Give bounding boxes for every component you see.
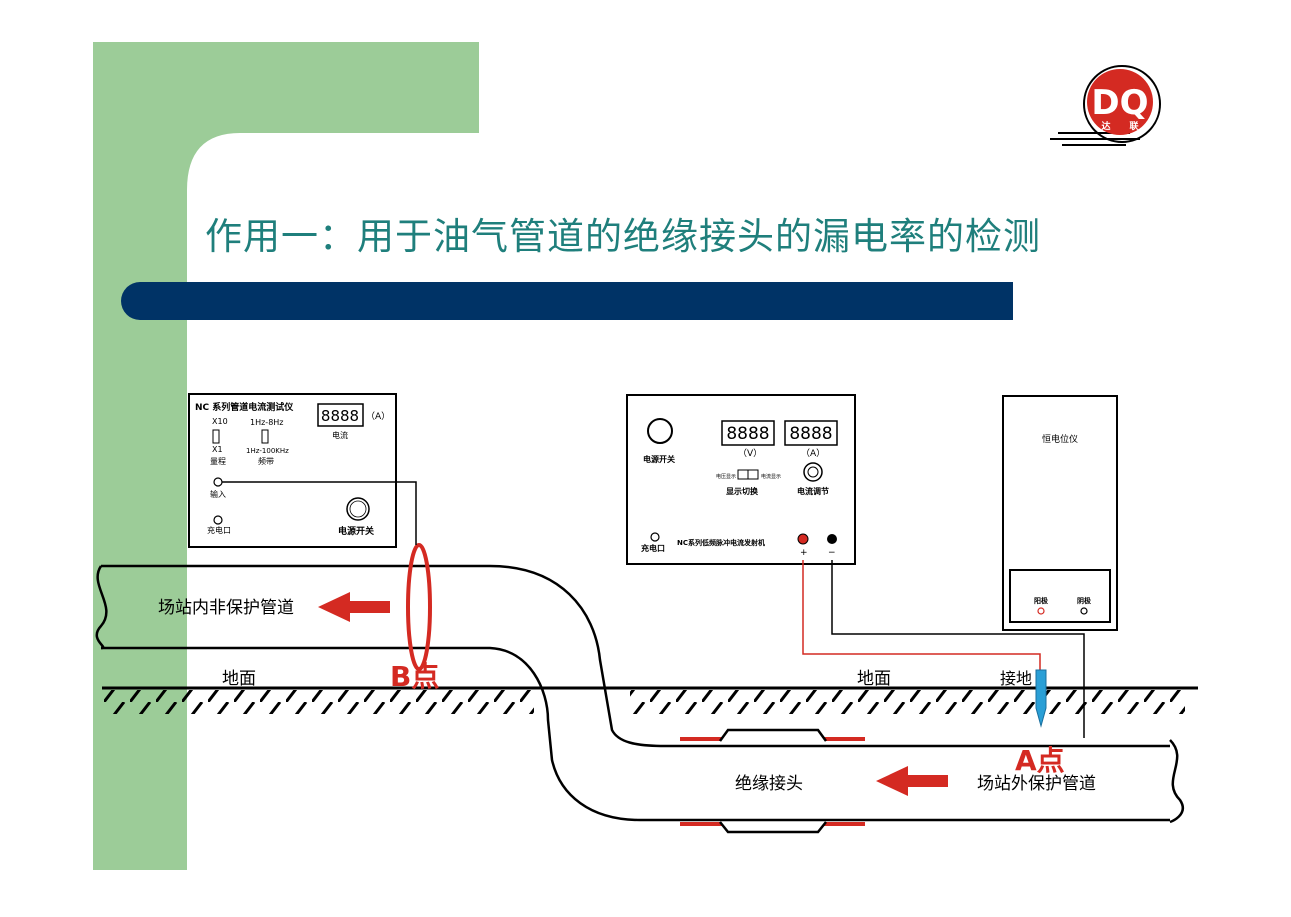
green-band — [93, 42, 479, 870]
svg-text:阴极: 阴极 — [1077, 596, 1092, 605]
svg-text:NC系列低频脉冲电流发射机: NC系列低频脉冲电流发射机 — [677, 538, 765, 547]
transmitter-power-knob — [647, 418, 673, 444]
cathode-terminal — [1080, 607, 1088, 615]
svg-text:电源开关: 电源开关 — [643, 454, 675, 464]
current-tester: NC 系列管道电流测试仪 8888 （A） 电流 X10 X1 量程 1Hz-8… — [188, 393, 397, 548]
potentiostat-title: 恒电位仪 — [1042, 433, 1078, 445]
company-logo: DQ 达 联 — [1050, 65, 1161, 146]
svg-text:输入: 输入 — [210, 489, 226, 499]
positive-lead — [802, 560, 1041, 670]
logo-mark: DQ — [1091, 83, 1148, 123]
svg-text:1Hz-100KHz: 1Hz-100KHz — [246, 447, 289, 455]
svg-text:（A）: （A） — [801, 448, 825, 459]
point-a-label: A点 — [1015, 744, 1065, 777]
svg-text:（V）: （V） — [738, 448, 762, 459]
svg-text:阳极: 阳极 — [1034, 596, 1049, 605]
svg-text:频带: 频带 — [258, 456, 274, 466]
flow-arrow-inner — [318, 592, 390, 622]
tester-title: NC 系列管道电流测试仪 — [195, 401, 294, 413]
tester-display: 8888 — [321, 407, 359, 425]
earth-label: 接地 — [1000, 669, 1032, 688]
svg-text:量程: 量程 — [210, 457, 226, 466]
tester-lead — [222, 481, 417, 545]
svg-text:X10: X10 — [212, 417, 228, 426]
insulating-joint-collar — [718, 728, 828, 834]
joint-label: 绝缘接头 — [735, 774, 803, 794]
ground-label-left: 地面 — [222, 669, 256, 689]
current-clamp — [406, 543, 432, 671]
svg-text:电流: 电流 — [332, 430, 348, 440]
svg-text:充电口: 充电口 — [207, 525, 231, 535]
voltage-display: 8888 — [726, 424, 769, 444]
svg-text:达: 达 — [1101, 120, 1110, 132]
anode-terminal — [1037, 607, 1045, 615]
svg-text:−: − — [828, 548, 836, 558]
ground-label-right: 地面 — [857, 669, 891, 689]
inner-pipe-label: 场站内非保护管道 — [158, 598, 294, 618]
svg-text:电源开关: 电源开关 — [338, 525, 374, 537]
negative-terminal — [827, 534, 837, 544]
current-display: 8888 — [789, 424, 832, 444]
slide-title: 作用一：用于油气管道的绝缘接头的漏电率的检测 — [205, 215, 1041, 258]
svg-text:X1: X1 — [212, 445, 223, 454]
pulse-transmitter: 电源开关 8888 （V） 8888 （A） 电压显示 电流显示 显示切换 电流… — [626, 394, 856, 565]
svg-text:（A）: （A） — [366, 411, 390, 422]
svg-text:联: 联 — [1129, 120, 1139, 132]
potentiostat: 恒电位仪 阳极 阴极 — [1002, 395, 1118, 631]
svg-text:电压显示: 电压显示 — [716, 473, 736, 480]
earth-probe — [1035, 669, 1047, 728]
svg-text:电流显示: 电流显示 — [761, 473, 781, 480]
svg-text:显示切换: 显示切换 — [726, 486, 759, 496]
transmitter-charge-port — [650, 532, 660, 542]
positive-terminal — [797, 533, 809, 545]
negative-lead — [831, 560, 1085, 738]
tester-charge-port — [213, 515, 223, 525]
svg-text:+: + — [800, 548, 808, 558]
input-jack — [213, 477, 223, 487]
ground-surface — [102, 686, 1198, 714]
svg-text:充电口: 充电口 — [641, 543, 665, 553]
svg-text:1Hz-8Hz: 1Hz-8Hz — [250, 418, 284, 427]
svg-text:电流调节: 电流调节 — [797, 486, 829, 496]
pipeline — [95, 564, 1184, 824]
outer-pipe-label: 场站外保护管道 — [977, 774, 1096, 794]
flow-arrow-outer — [876, 766, 948, 796]
